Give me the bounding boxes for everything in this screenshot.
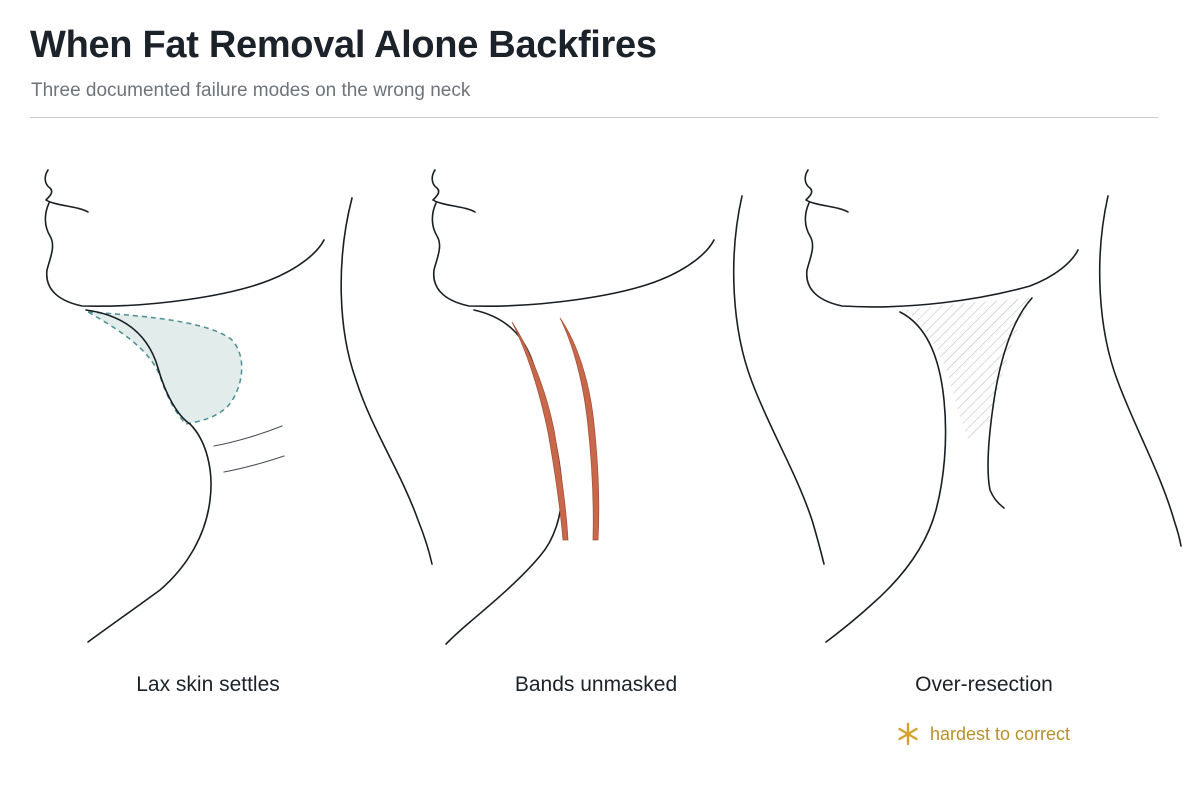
note-text: hardest to correct (930, 723, 1071, 744)
throat-line (445, 309, 563, 645)
page-subtitle: Three documented failure modes on the wr… (31, 80, 471, 101)
lax-fat-pocket (87, 311, 243, 425)
throat-front-line (825, 311, 947, 643)
face-profile-line (804, 169, 1079, 308)
throat-back-line (987, 297, 1033, 509)
platysmal-band-1 (511, 321, 569, 541)
header-divider (30, 117, 1158, 118)
nape-line (340, 197, 433, 565)
skin-fold-2 (223, 455, 285, 473)
face-profile-line (44, 169, 325, 308)
skin-fold-1 (213, 425, 283, 447)
panel-label-over-resection: Over-resection (915, 673, 1053, 696)
nape-line (1098, 195, 1182, 547)
asterisk-icon (898, 722, 918, 746)
nape-line (732, 195, 825, 565)
neck-profile-lax-skin-icon (44, 169, 433, 643)
panel-label-lax-skin: Lax skin settles (136, 673, 280, 696)
hardest-to-correct-note: hardest to correct (896, 722, 1070, 746)
page-title: When Fat Removal Alone Backfires (30, 24, 657, 66)
neck-profile-platysmal-bands-icon (431, 169, 825, 645)
platysmal-band-2 (559, 317, 600, 541)
face-profile-line (431, 169, 715, 308)
throat-line (85, 309, 212, 643)
hollowed-area (905, 298, 1032, 444)
neck-profile-over-resection-icon (804, 169, 1182, 643)
panel-label-bands: Bands unmasked (514, 673, 678, 696)
